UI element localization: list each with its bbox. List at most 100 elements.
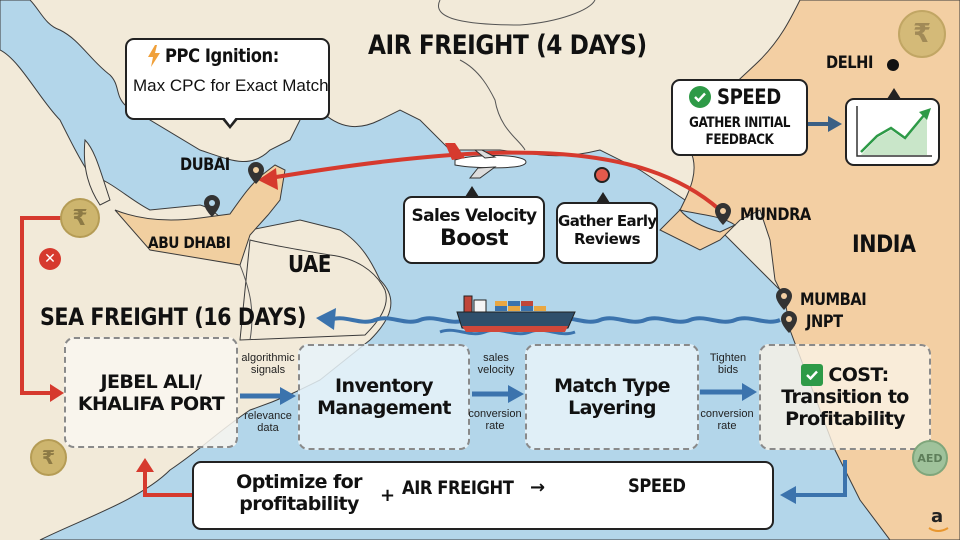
- label-uae: UAE: [288, 252, 331, 278]
- summary-bar: Optimize for profitability + AIR FREIGHT…: [192, 461, 774, 530]
- qatar-land: [83, 138, 111, 206]
- early-reviews-callout: Gather Early Reviews: [556, 192, 658, 264]
- summary-arrow-icon: →: [530, 477, 545, 498]
- speed-line-1: GATHER INITIAL: [689, 115, 790, 131]
- return-route-right-arrowhead: [780, 486, 796, 504]
- sales-velocity-callout: Sales Velocity Boost: [403, 186, 545, 264]
- flow-step-cost: COST: Transition to Profitability: [759, 344, 931, 450]
- kutch-coast: [678, 209, 737, 233]
- reviews-line-2: Reviews: [573, 230, 641, 248]
- speed-arrowhead: [828, 116, 842, 132]
- summary-line-2: profitability: [239, 493, 359, 515]
- flow-step-match-type: Match Type Layering: [525, 344, 699, 450]
- sea-freight-title: SEA FREIGHT (16 DAYS): [40, 303, 307, 331]
- flow-step-inventory: Inventory Management: [298, 344, 470, 450]
- speed-callout: SPEED GATHER INITIAL FEEDBACK: [671, 79, 808, 156]
- border-lines: [239, 0, 596, 341]
- rupee-coin-icon-bottom: ₹: [30, 439, 67, 476]
- connector-arrowhead-1: [280, 387, 296, 405]
- connector-3-top-line-2: bids: [717, 364, 739, 376]
- sales-pointer: [465, 186, 479, 197]
- check-circle-icon: [689, 86, 711, 108]
- return-route-right: [795, 460, 847, 497]
- amazon-logo-icon: a: [931, 506, 944, 527]
- step-cost-line-2: Profitability: [785, 408, 905, 430]
- summary-air-freight: AIR FREIGHT: [402, 477, 514, 499]
- amazon-smile-icon: [928, 527, 949, 532]
- label-delhi: DELHI: [826, 53, 873, 73]
- step-cost-line-1: Transition to: [781, 386, 909, 408]
- review-waypoint: [594, 167, 610, 183]
- air-route-arrowhead: [258, 168, 278, 190]
- speed-line-2: FEEDBACK: [705, 132, 774, 148]
- uae-land: [114, 164, 286, 266]
- label-mumbai: MUMBAI: [800, 290, 867, 310]
- reviews-pointer: [596, 192, 610, 203]
- growth-chart-card: [845, 88, 940, 166]
- step-inventory-line-2: Management: [317, 397, 451, 419]
- sales-line-2: Boost: [439, 226, 509, 251]
- step-inventory-line-1: Inventory: [335, 375, 433, 397]
- connector-2-top-line-2: velocity: [477, 364, 515, 376]
- return-route-left-arrowhead: [50, 384, 64, 402]
- connector-2-bottom-line-2: rate: [485, 420, 505, 432]
- close-x-icon: ✕: [39, 248, 61, 270]
- connector-3-bottom-line-2: rate: [717, 420, 737, 432]
- step-cost-title: COST:: [828, 364, 889, 386]
- aed-coin-icon: AED: [912, 440, 948, 476]
- ppc-subtitle: Max CPC for Exact Match: [133, 76, 329, 95]
- delhi-dot: [887, 59, 899, 71]
- label-jnpt: JNPT: [806, 312, 843, 332]
- speed-text: GATHER INITIAL FEEDBACK: [682, 115, 796, 149]
- step-match-line-1: Match Type: [554, 375, 670, 397]
- cargo-ship-icon: [456, 295, 576, 332]
- summary-optimize: Optimize for profitability: [234, 471, 364, 515]
- return-route-bottom: [143, 470, 192, 497]
- air-freight-title: AIR FREIGHT (4 DAYS): [368, 30, 647, 61]
- connector-arrowhead-2: [508, 385, 524, 403]
- return-route-bottom-arrowhead: [136, 458, 154, 472]
- pin-abu-dhabi-icon: [204, 195, 220, 217]
- delhi-pointer: [887, 88, 901, 99]
- return-route-left: [20, 216, 62, 395]
- label-dubai: DUBAI: [180, 155, 230, 175]
- connector-1-top-line-2: signals: [250, 364, 286, 376]
- label-india: INDIA: [852, 230, 916, 258]
- summary-line-1: Optimize for: [236, 471, 362, 493]
- lightning-icon: [148, 45, 160, 67]
- step-port-line-2: KHALIFA PORT: [77, 392, 225, 415]
- label-mundra: MUNDRA: [740, 205, 811, 225]
- step-port-line-1: JEBEL ALI/: [100, 370, 202, 393]
- connector-1-bottom-line-2: data: [257, 422, 279, 434]
- connector-3-top-line-1: Tighten: [709, 352, 747, 364]
- connector-arrowhead-3: [742, 383, 757, 401]
- summary-speed: SPEED: [628, 475, 686, 497]
- pin-mumbai-icon: [776, 288, 792, 310]
- airplane-icon: [445, 143, 527, 179]
- connector-1-bottom-line-1: relevance: [244, 410, 292, 422]
- air-route: [269, 150, 722, 212]
- sea-route-arrowhead: [316, 308, 336, 330]
- connector-2-top-line-1: sales: [483, 352, 509, 364]
- ppc-ignition-callout: PPC Ignition: Max CPC for Exact Match: [125, 38, 330, 129]
- ppc-title: PPC Ignition:: [165, 45, 279, 67]
- speed-title: SPEED: [717, 85, 781, 109]
- connector-2-bottom-line-1: conversion: [468, 408, 522, 420]
- reviews-line-1: Gather Early: [558, 212, 657, 230]
- pin-mundra-icon: [715, 203, 731, 225]
- check-box-icon: [801, 364, 824, 386]
- flow-step-port: JEBEL ALI/ KHALIFA PORT: [64, 337, 238, 448]
- rupee-coin-icon: ₹: [898, 10, 946, 58]
- trend-up-chart-icon: [856, 106, 932, 157]
- connector-1-top-line-1: algorithmic: [241, 352, 295, 364]
- summary-plus: +: [380, 485, 395, 506]
- label-abu-dhabi: ABU DHABI: [148, 233, 231, 252]
- connector-3-bottom-line-1: conversion: [700, 408, 754, 420]
- step-match-line-2: Layering: [568, 397, 656, 419]
